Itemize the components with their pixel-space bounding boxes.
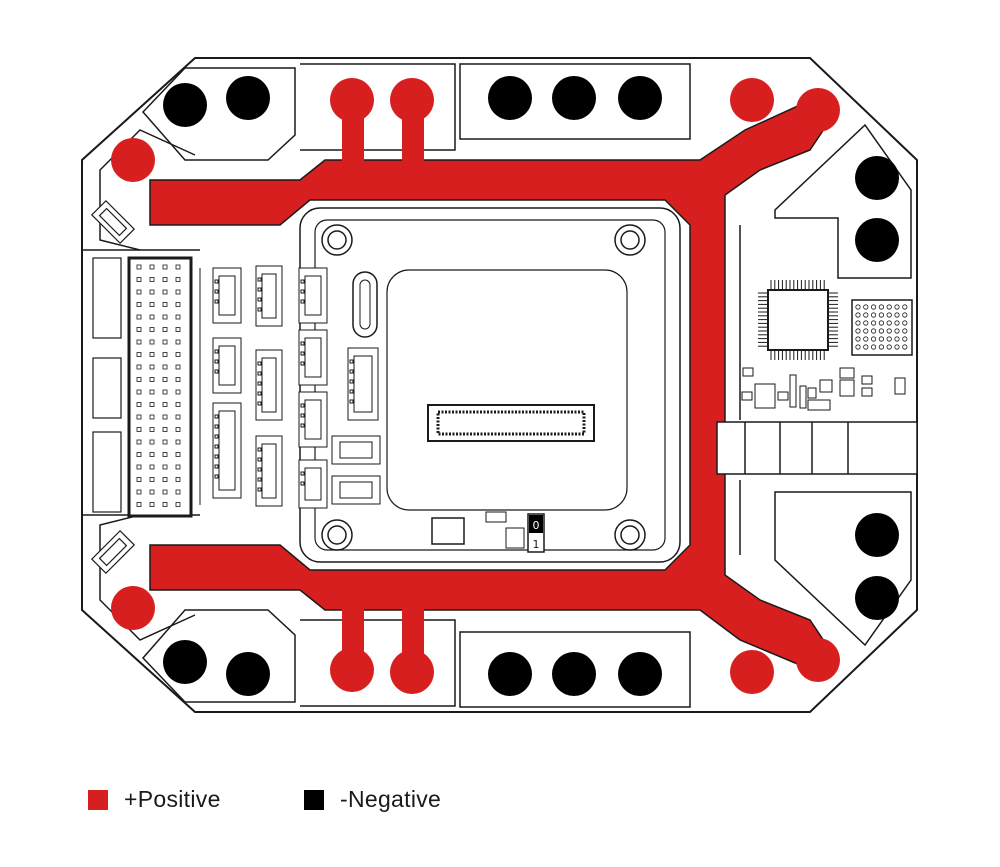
pad-negative (855, 218, 899, 262)
component-small (485, 511, 507, 523)
pad-negative (618, 76, 662, 120)
pad-negative (226, 76, 270, 120)
bga-chip (851, 299, 913, 356)
board-to-board-connector (427, 404, 595, 442)
pad-negative (552, 652, 596, 696)
legend-positive: +Positive (88, 786, 221, 813)
pad-positive (111, 138, 155, 182)
corner-connectors (90, 199, 136, 575)
pad-negative (855, 576, 899, 620)
side-connectors (92, 257, 122, 513)
legend-negative: -Negative (304, 786, 441, 813)
positive-label: +Positive (124, 786, 221, 812)
pad-positive (330, 648, 374, 692)
positive-swatch (88, 789, 108, 810)
component-square (431, 517, 465, 545)
negative-swatch (304, 789, 324, 810)
pad-negative (163, 640, 207, 684)
jst-connectors (212, 265, 381, 509)
switch-label-1: 1 (533, 538, 540, 551)
smd-components (741, 367, 906, 411)
pad-negative (488, 76, 532, 120)
usb-c-port (352, 271, 378, 338)
pad-positive (330, 78, 374, 122)
pad-positive (796, 638, 840, 682)
mcu-chip (758, 280, 838, 360)
pad-positive (111, 586, 155, 630)
negative-label: -Negative (340, 786, 442, 812)
negative-pads (163, 76, 899, 696)
pad-positive (390, 78, 434, 122)
pad-regions (82, 63, 912, 708)
pin-header-large (127, 256, 193, 518)
right-connector-block (716, 421, 918, 475)
positive-pads (111, 78, 840, 694)
pad-positive (796, 88, 840, 132)
mounting-holes (321, 224, 646, 551)
pad-negative (488, 652, 532, 696)
pad-negative (163, 83, 207, 127)
switch-label-0: 0 (533, 519, 540, 532)
component-small (505, 527, 525, 549)
pad-positive (730, 650, 774, 694)
pad-negative (618, 652, 662, 696)
pad-positive (390, 650, 434, 694)
boot-switch: 0 1 (527, 513, 545, 553)
fc-core-area (386, 269, 628, 511)
pad-positive (730, 78, 774, 122)
pad-negative (855, 156, 899, 200)
pad-negative (552, 76, 596, 120)
pad-negative (226, 652, 270, 696)
pad-negative (855, 513, 899, 557)
